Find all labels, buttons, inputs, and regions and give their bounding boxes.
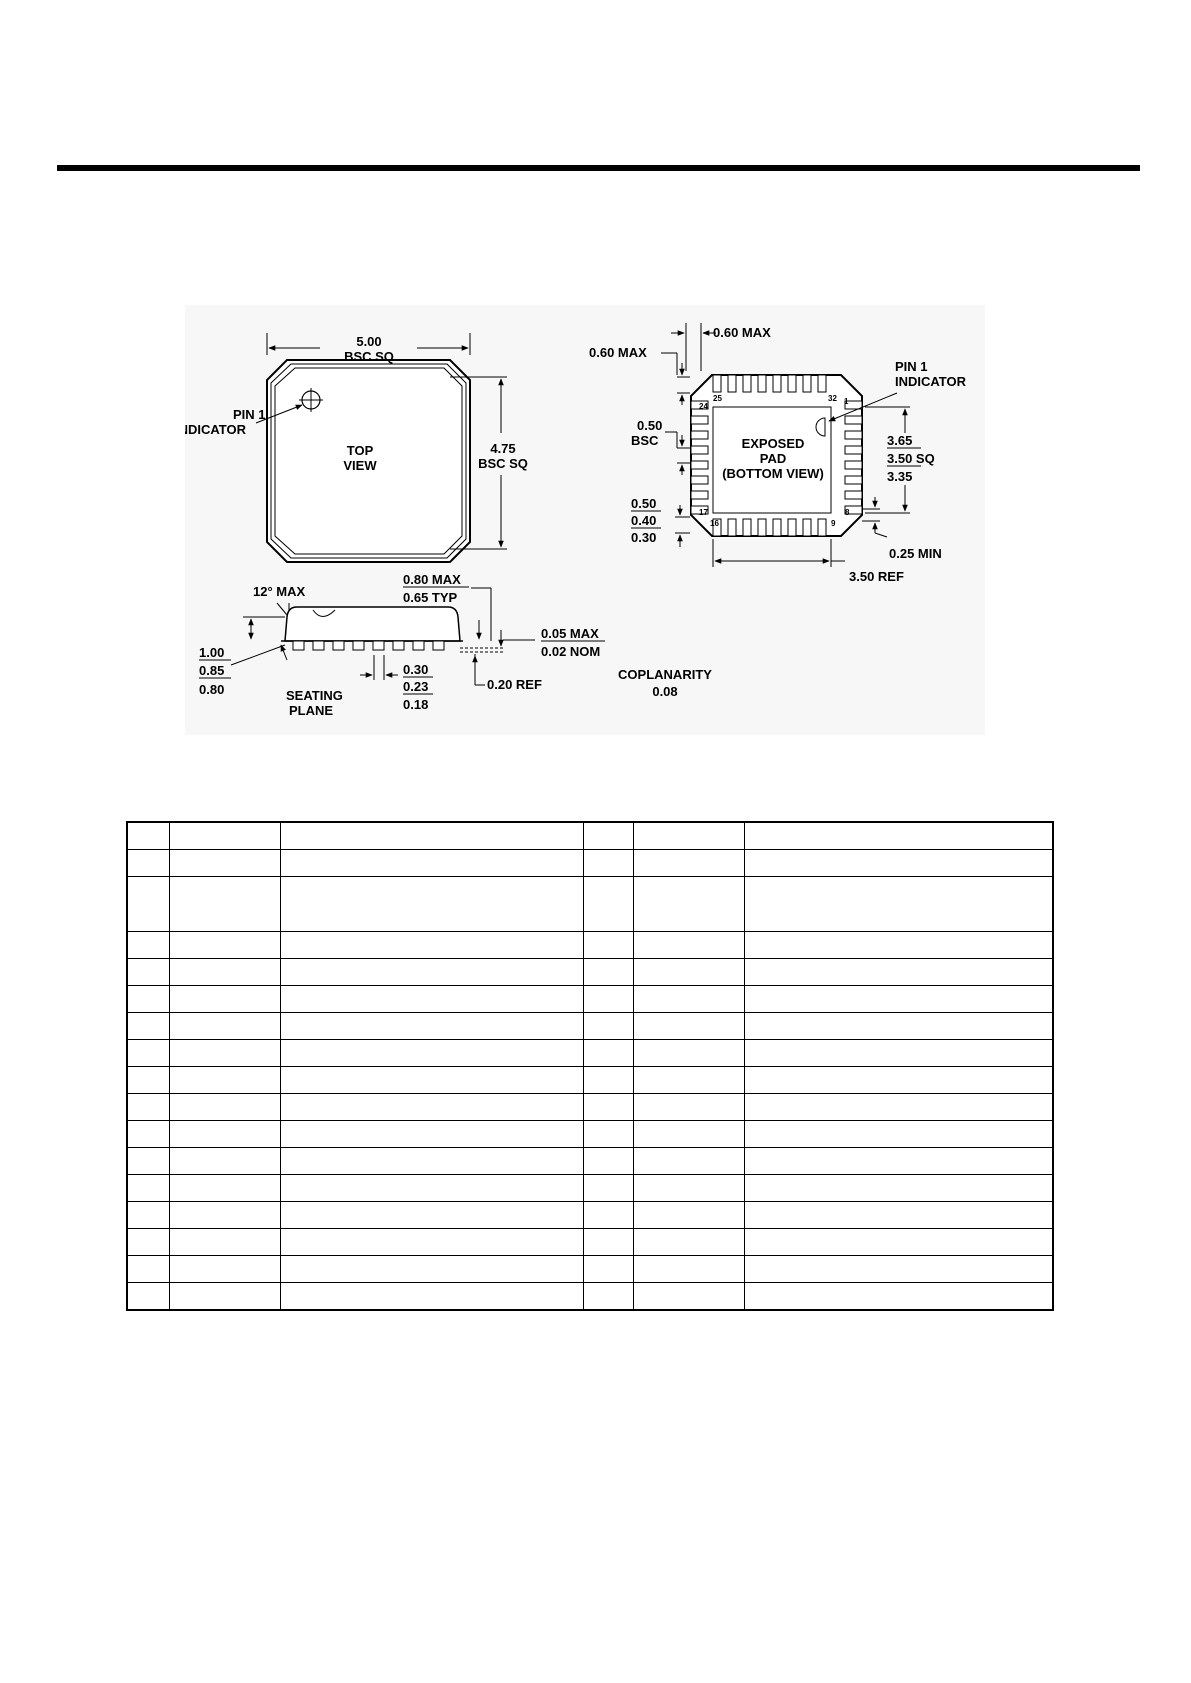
pitch-unit: BSC — [631, 433, 659, 448]
side-seating-1: SEATING — [286, 688, 343, 703]
bottom-pads-bottom — [712, 518, 827, 537]
side-standoff-max: 0.05 MAX — [541, 626, 599, 641]
top-width-dim-2: BSC SQ — [344, 349, 394, 364]
table-row — [126, 1066, 1054, 1094]
table-row — [126, 1282, 1054, 1311]
side-seating-2: PLANE — [289, 703, 333, 718]
bottom-view: 25 32 1 24 17 16 9 8 EXPOSED PAD (BOTTOM… — [589, 323, 967, 584]
table-row — [126, 1201, 1054, 1229]
pitch-top: 0.60 MAX — [713, 325, 771, 340]
pin-32-label: 32 — [828, 394, 837, 403]
table-row — [126, 1039, 1054, 1067]
ref-width: 3.50 REF — [849, 569, 904, 584]
coplanarity-value: 0.08 — [652, 684, 677, 699]
top-view-label-1: TOP — [347, 443, 374, 458]
table-row — [126, 1093, 1054, 1121]
lead-min: 0.30 — [631, 530, 656, 545]
table-row — [126, 1228, 1054, 1256]
pin-9-label: 9 — [831, 519, 836, 528]
table-row — [126, 876, 1054, 932]
table-row — [126, 1120, 1054, 1148]
table-row — [126, 821, 1054, 850]
side-lead-max: 0.30 — [403, 662, 428, 677]
pin-8-label: 8 — [845, 508, 850, 517]
pad-label-1: EXPOSED — [742, 436, 805, 451]
top-width-dim: 5.00 — [356, 334, 381, 349]
pin-16-label: 16 — [710, 519, 719, 528]
side-h-nom: 0.85 — [199, 663, 224, 678]
pitch-value: 0.50 — [637, 418, 662, 433]
bottom-pads-left — [690, 400, 709, 515]
table-row — [126, 985, 1054, 1013]
pin1-marker-icon — [299, 388, 323, 412]
bottom-pin1-label-2: INDICATOR — [895, 374, 967, 389]
table-row — [126, 1012, 1054, 1040]
pad-min: 3.35 — [887, 469, 912, 484]
table-row — [126, 849, 1054, 877]
side-view: 12° MAX 1.00 0.85 0.80 SEATING PLANE 0.8… — [199, 572, 605, 718]
table-row — [126, 1255, 1054, 1283]
table-row — [126, 931, 1054, 959]
pin-25-label: 25 — [713, 394, 722, 403]
table-row — [126, 1174, 1054, 1202]
top-pin1-label-1: PIN 1 — [233, 407, 266, 422]
top-view: PIN 1 INDICATOR TOP VIEW 5.00 BSC SQ 4.7… — [185, 333, 528, 563]
side-lead-nom: 0.23 — [403, 679, 428, 694]
side-body-max: 0.80 MAX — [403, 572, 461, 587]
top-pin1-label-2: INDICATOR — [185, 422, 247, 437]
pitch-left: 0.60 MAX — [589, 345, 647, 360]
side-standoff-nom: 0.02 NOM — [541, 644, 600, 659]
side-lead-min: 0.18 — [403, 697, 428, 712]
side-h-max: 1.00 — [199, 645, 224, 660]
table-row — [126, 958, 1054, 986]
pad-label-3: (BOTTOM VIEW) — [722, 466, 824, 481]
bottom-pin1-label-1: PIN 1 — [895, 359, 928, 374]
lead-max: 0.50 — [631, 496, 656, 511]
min-gap: 0.25 MIN — [889, 546, 942, 561]
top-view-label-2: VIEW — [343, 458, 377, 473]
pin-24-label: 24 — [699, 402, 708, 411]
side-body-typ: 0.65 TYP — [403, 590, 458, 605]
bottom-pads-top — [712, 374, 827, 393]
package-outline-drawing: PIN 1 INDICATOR TOP VIEW 5.00 BSC SQ 4.7… — [185, 305, 985, 735]
pad-max: 3.65 — [887, 433, 912, 448]
pin-table — [126, 821, 1054, 1311]
pad-label-2: PAD — [760, 451, 786, 466]
table-row — [126, 1147, 1054, 1175]
top-height-dim: 4.75 — [490, 441, 515, 456]
side-leads — [292, 640, 445, 651]
pad-nom: 3.50 SQ — [887, 451, 935, 466]
pin-17-label: 17 — [699, 508, 708, 517]
side-ref: 0.20 REF — [487, 677, 542, 692]
side-h-min: 0.80 — [199, 682, 224, 697]
header-rule — [57, 165, 1140, 171]
lead-nom: 0.40 — [631, 513, 656, 528]
side-angle: 12° MAX — [253, 584, 305, 599]
bottom-pads-right — [844, 400, 863, 515]
top-height-dim-2: BSC SQ — [478, 456, 528, 471]
coplanarity-label: COPLANARITY — [618, 667, 712, 682]
pin-1-label: 1 — [844, 397, 849, 406]
